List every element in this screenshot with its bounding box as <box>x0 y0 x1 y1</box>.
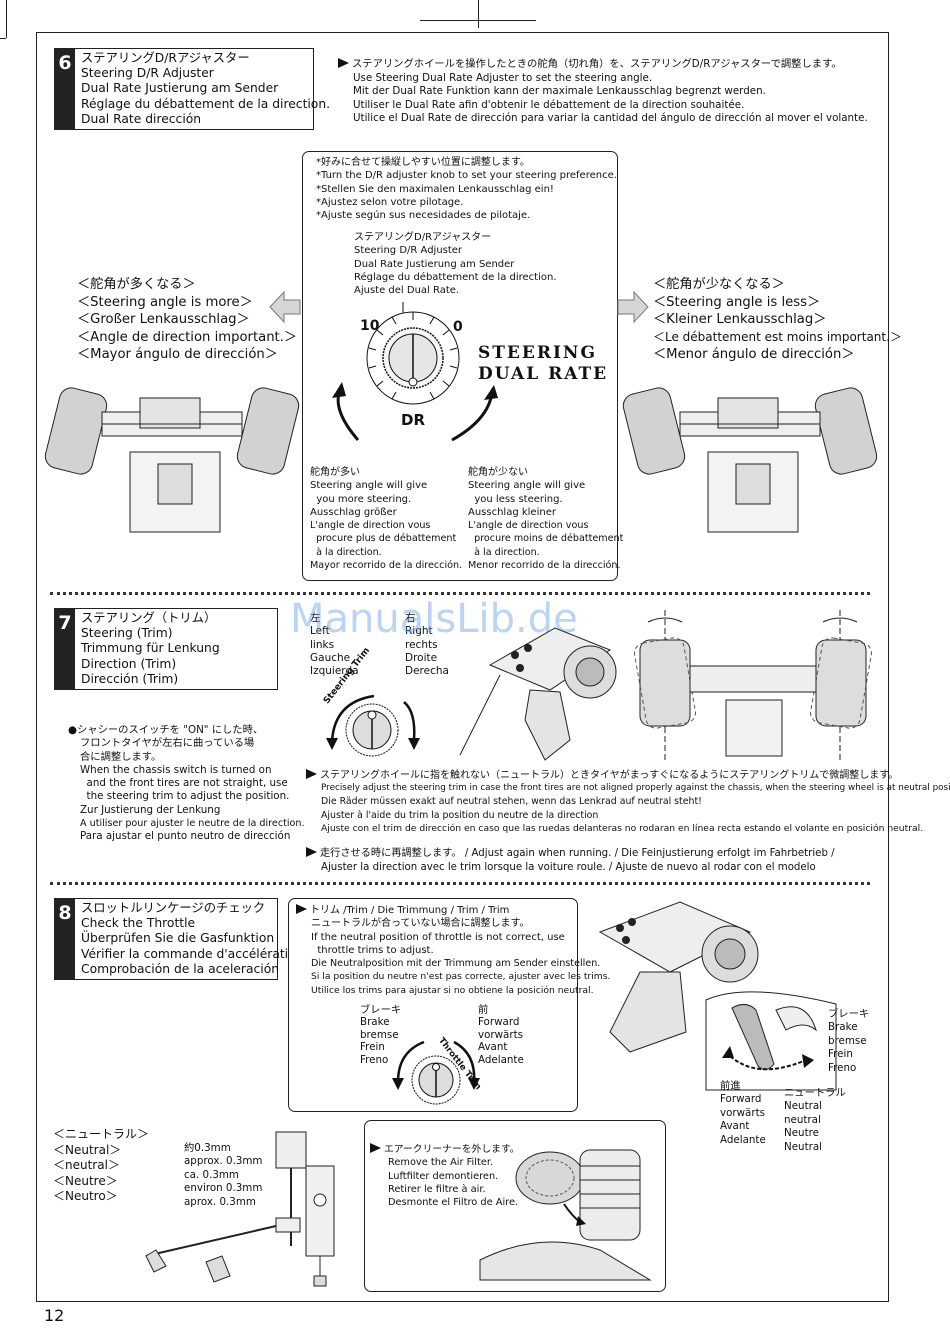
section7-title-box: 7 ステアリング（トリム） Steering (Trim) Trimmung f… <box>54 608 278 690</box>
forward-bottom-labels: 前進 Forward vorwärts Avant Adelante <box>720 1080 766 1146</box>
steering-more-labels: ＜舵角が多くなる＞ ＜Steering angle is more＞ ＜Groß… <box>77 277 298 363</box>
trim-left-labels: 左 Left links Gauche Izquierda <box>310 612 359 678</box>
knob-label-0: 0 <box>453 319 463 335</box>
pointer-arrow-icon <box>306 847 317 857</box>
section-divider <box>50 882 870 885</box>
bullet-icon: ● <box>68 724 77 736</box>
neutral-left-labels: ＜ニュートラル＞ ＜Neutral＞ ＜neutral＞ ＜Neutre＞ ＜N… <box>53 1127 150 1203</box>
section8-titles: スロットルリンケージのチェック Check the Throttle Überp… <box>81 901 304 976</box>
brand-steering: STEERING <box>478 343 597 363</box>
brand-dual-rate: DUAL RATE <box>478 364 609 384</box>
knob-notes: *好みに合せて操縦しやすい位置に調整します。 *Turn the D/R adj… <box>316 157 617 222</box>
throttle-trim-dial <box>392 1040 480 1105</box>
forward-labels: 前 Forward vorwärts Avant Adelante <box>478 1004 524 1066</box>
pointer-arrow-icon <box>296 904 307 914</box>
section8-title-box: 8 スロットルリンケージのチェック Check the Throttle Übe… <box>54 898 304 980</box>
knob-label-dr: DR <box>401 411 426 429</box>
less-steering-text: 舵角が少ない Steering angle will give you less… <box>468 467 624 571</box>
car-steering-left-illustration <box>44 387 300 533</box>
section7-instructions: ステアリングホイールに指を触れない（ニュートラル）ときタイヤがまっすぐになるよう… <box>306 769 950 835</box>
page-number: 12 <box>44 1306 65 1325</box>
dr-adjuster-panel <box>302 151 618 581</box>
page-frame <box>36 32 889 1302</box>
transmitter-illustration <box>459 627 617 761</box>
car-trim-illustration <box>633 610 873 760</box>
section7-running-note: 走行させる時に再調整します。 / Adjust again when runni… <box>306 847 835 875</box>
engine-air-filter-illustration <box>479 1149 652 1281</box>
section6-titles: ステアリングD/Rアジャスター Steering D/R Adjuster Du… <box>81 51 331 126</box>
more-steering-text: 舵角が多い Steering angle will give you more … <box>310 467 463 571</box>
dr-knob-diagram <box>332 302 498 442</box>
crop-mark-line <box>6 0 7 38</box>
steering-trim-dial <box>326 694 420 757</box>
pointer-arrow-icon <box>370 1143 381 1153</box>
trigger-detail-illustration <box>705 991 837 1091</box>
watermark: ManualsLib.de <box>290 596 578 642</box>
approx-gap-labels: 約0.3mm approx. 0.3mm ca. 0.3mm environ 0… <box>184 1142 263 1208</box>
arrow-left-icon <box>269 290 301 324</box>
brake-labels: ブレーキ Brake bremse Frein Freno <box>360 1004 402 1066</box>
arrow-right-icon <box>617 290 649 324</box>
trim-right-labels: 右 Right rechts Droite Derecha <box>405 612 449 678</box>
throttle-linkage-illustration <box>145 1131 335 1287</box>
section-divider <box>50 592 870 595</box>
adjuster-labels: ステアリングD/Rアジャスター Steering D/R Adjuster Du… <box>354 232 557 297</box>
chassis-switch-note: ●シャシーのスイッチを "ON" にした時、 フロントタイヤが左右に曲っている場… <box>68 724 305 843</box>
section7-number: 7 <box>55 609 75 689</box>
section6-number: 6 <box>55 49 75 129</box>
section8-number: 8 <box>55 899 75 979</box>
knob-label-10: 10 <box>360 318 380 334</box>
air-filter-text: エアークリーナーを外します。 Remove the Air Filter. Lu… <box>370 1143 520 1209</box>
pointer-arrow-icon <box>306 769 317 779</box>
section6-instructions: ステアリングホイールを操作したときの舵角（切れ角）を、ステアリングD/Rアジャス… <box>338 58 868 126</box>
steering-less-labels: ＜舵角が少なくなる＞ ＜Steering angle is less＞ ＜Kle… <box>653 277 902 363</box>
car-steering-right-illustration <box>622 387 878 533</box>
throttle-trim-text: トリム /Trim / Die Trimmung / Trim / Trim ニ… <box>296 904 610 997</box>
neutral-right-labels: ニュートラル Neutral neutral Neutre Neutral <box>784 1087 846 1153</box>
section7-titles: ステアリング（トリム） Steering (Trim) Trimmung für… <box>81 611 220 686</box>
section6-title-box: 6 ステアリングD/Rアジャスター Steering D/R Adjuster … <box>54 48 331 130</box>
brake-right-labels: ブレーキ Brake bremse Frein Freno <box>828 1008 870 1074</box>
transmitter-throttle-illustration <box>598 901 759 1053</box>
pointer-arrow-icon <box>338 58 349 68</box>
crop-mark-line <box>0 38 6 39</box>
crop-mark-line <box>478 0 479 28</box>
